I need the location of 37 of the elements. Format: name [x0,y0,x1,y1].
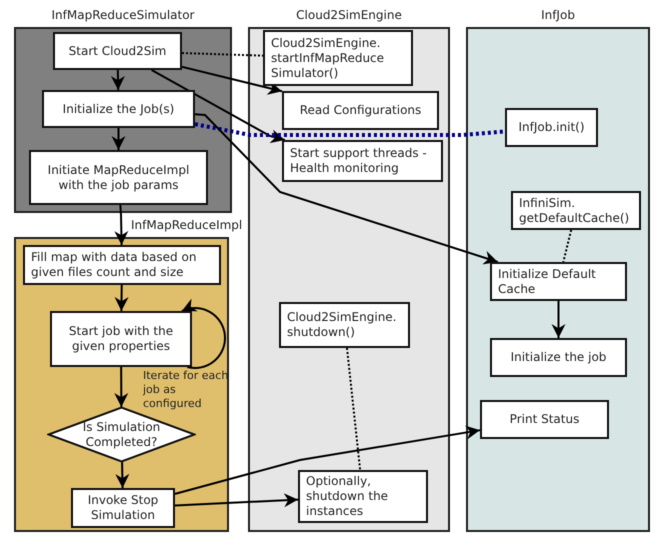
dotted-connector [346,348,362,470]
arrow [182,66,282,95]
process-box: Print Status [480,400,609,439]
process-box: Invoke Stop Simulation [71,488,175,528]
process-box: Start job with the given properties [50,311,192,367]
process-box: Initialize Default Cache [490,262,627,301]
process-box: Initialize the job [490,338,627,377]
process-box: Initiate MapReduceImpl with the job params [29,150,208,205]
arrow [115,462,130,488]
arrow [110,70,125,90]
arrow [182,299,226,369]
process-box: Start support threads - Health monitoring [282,140,443,182]
arrow [114,204,128,246]
process-box: Fill map with data based on given files count and size [23,245,221,285]
process-box: Cloud2SimEngine. startInfMapReduce Simulator() [263,30,413,86]
process-box: Optionally, shutdown the instances [298,470,428,523]
arrow [194,113,498,264]
arrow [552,301,566,338]
process-box: Start Cloud2Sim [53,32,182,70]
process-box: InfJob.init() [505,108,598,147]
lane-heading: InfMapReduceImpl [131,217,242,233]
lane-heading: Cloud2SimEngine [296,7,402,23]
arrow [114,284,129,312]
lane-heading: InfMapReduceSimulator [52,7,194,23]
arrow [114,367,128,407]
process-box: InfiniSim. getDefaultCache() [511,191,641,230]
dotted-connector [562,230,572,262]
dotted-connector [194,122,506,137]
arrow [112,128,126,150]
process-box: Read Configurations [282,91,439,130]
process-box: Cloud2SimEngine. shutdown() [279,302,410,348]
process-box: Initialize the Job(s) [42,90,195,128]
dotted-connector [182,52,264,57]
arrow [151,69,286,144]
arrow [174,493,298,508]
arrow [174,426,480,495]
lane-heading: InfJob [541,7,575,23]
